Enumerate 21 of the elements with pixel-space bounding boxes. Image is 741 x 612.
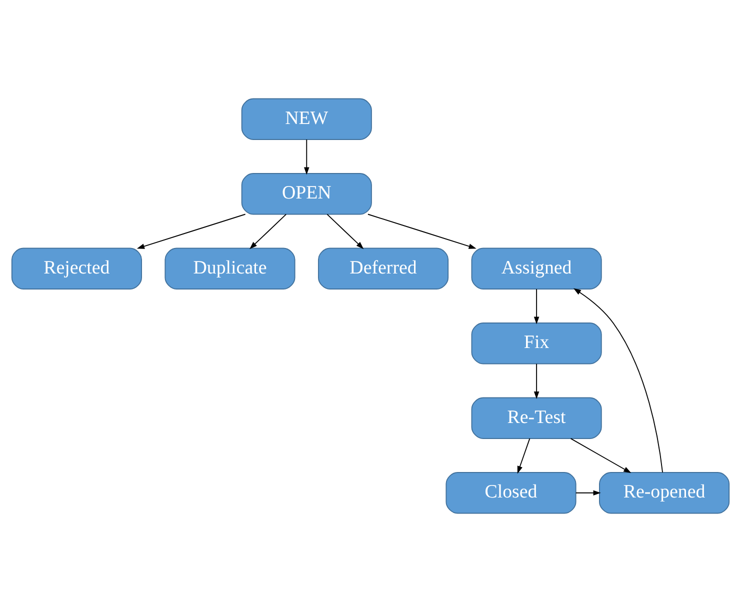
arrow: [517, 438, 530, 474]
arrow: [534, 288, 540, 324]
arrow: [576, 490, 601, 496]
node-box: NEW: [241, 98, 372, 140]
arrow: [570, 438, 632, 474]
node-box: OPEN: [241, 173, 372, 215]
arrow: [136, 214, 246, 249]
node-box: Re-Test: [471, 397, 602, 439]
node-box: Re-opened: [599, 472, 730, 514]
node-box: Duplicate: [164, 248, 296, 290]
arrow: [326, 214, 364, 250]
arrow: [534, 363, 540, 400]
arrow: [250, 214, 287, 250]
node-box: Deferred: [318, 248, 449, 290]
node-box: Fix: [471, 322, 602, 364]
arrow: [573, 288, 664, 473]
node-box: Assigned: [471, 248, 602, 290]
arrow: [304, 139, 310, 175]
node-box: Closed: [446, 472, 576, 514]
node-box: Rejected: [11, 248, 142, 290]
arrow: [367, 214, 476, 249]
